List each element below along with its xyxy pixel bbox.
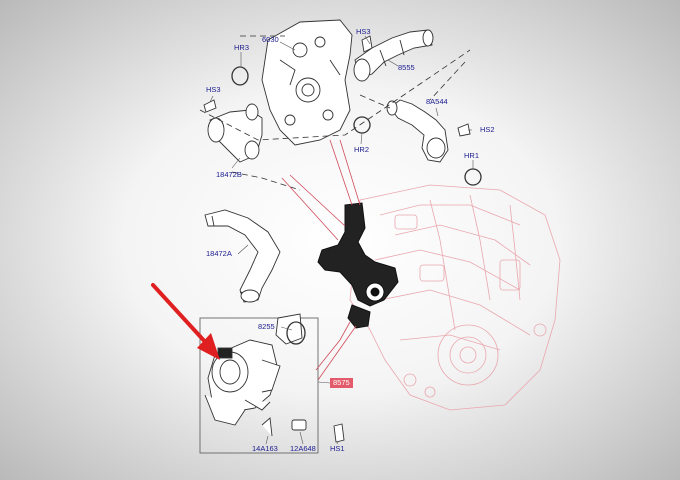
- callout-18472b: 18472B: [216, 170, 242, 179]
- hose-8555: [353, 29, 434, 82]
- callout-8a544: 8A544: [426, 97, 448, 106]
- red-arrow: [151, 283, 220, 360]
- dashed-leaders: [199, 35, 471, 191]
- red-leaders: [281, 139, 361, 381]
- bolts: [203, 35, 471, 443]
- callout-hs3-top: HS3: [356, 27, 371, 36]
- callout-leaders: [209, 35, 474, 445]
- callout-18472a: 18472A: [206, 249, 232, 258]
- coolant-housing-6030: [261, 19, 353, 146]
- hose-18472a: [204, 209, 281, 303]
- callout-hr3: HR3: [234, 43, 250, 52]
- callout-hr1: HR1: [464, 151, 480, 160]
- callout-8555: 8555: [398, 63, 415, 72]
- callout-hs2: HS2: [480, 125, 495, 134]
- callout-14a163: 14A163: [252, 444, 278, 453]
- callout-12a648: 12A648: [290, 444, 316, 453]
- callout-hr2: HR2: [354, 145, 370, 154]
- pipe-8a544: [386, 99, 449, 163]
- hose-18472b: [207, 103, 263, 163]
- callout-8255: 8255: [258, 322, 275, 331]
- callout-6030: 6030: [262, 35, 279, 44]
- installed-housing: [317, 202, 399, 329]
- callout-8575-highlighted: 8575: [330, 378, 353, 388]
- engine-block: [349, 184, 561, 411]
- callout-hs1: HS1: [330, 444, 345, 453]
- callout-hs3-left: HS3: [206, 85, 221, 94]
